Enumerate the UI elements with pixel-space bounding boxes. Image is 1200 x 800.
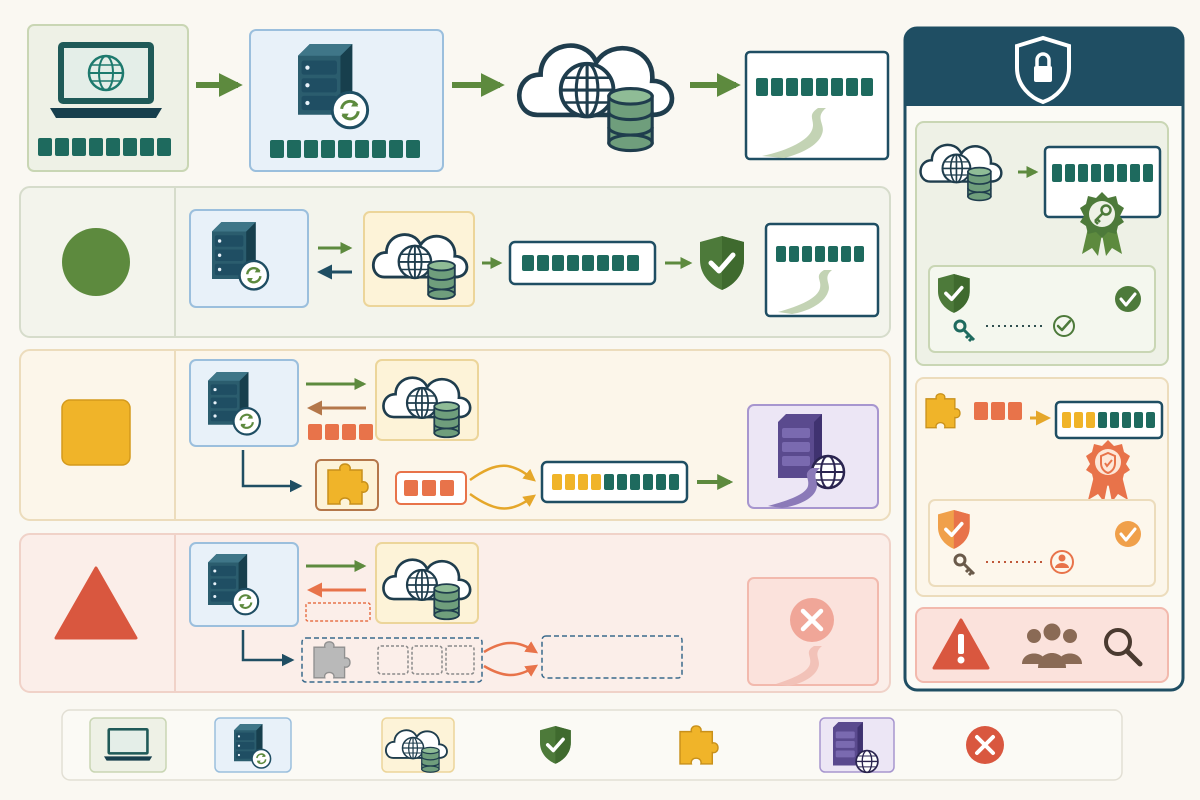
gray-puzzle-icon (313, 641, 351, 679)
cloud-node (363, 211, 475, 307)
partial-segments (308, 424, 373, 440)
partial-segments (395, 471, 467, 505)
mixed-track-bar (540, 460, 689, 504)
cloud-node (375, 542, 479, 624)
legend-laptop-icon (89, 717, 167, 773)
path-ribbon (762, 108, 826, 158)
warning-triangle-icon (932, 618, 990, 670)
legend-purple-server-globe-icon (819, 717, 895, 774)
curved-arrow (483, 664, 539, 677)
branch-arrow (241, 630, 295, 667)
people-group-icon (1022, 623, 1082, 668)
server-sync-node (189, 542, 299, 627)
lane-red (19, 533, 891, 693)
top-flow-row (27, 24, 890, 172)
cloud-database-icon (519, 46, 672, 151)
data-track-panel (764, 222, 880, 318)
cloud-node (375, 359, 479, 441)
data-segments (38, 138, 171, 156)
green-circle-icon (62, 228, 130, 296)
shield-check-icon (938, 510, 970, 549)
check-circle-icon (1053, 315, 1075, 337)
branch-arrow (241, 450, 303, 493)
magnifier-icon (1104, 628, 1143, 667)
security-panel (903, 26, 1185, 692)
server-sync-node (189, 209, 309, 308)
failed-x-icon (790, 598, 834, 642)
empty-segments (305, 602, 371, 622)
security-section-amber (915, 377, 1169, 597)
failed-segments-box (301, 637, 483, 683)
server-sync-node (189, 359, 299, 447)
lock-shield-icon (1015, 35, 1071, 105)
failed-node (747, 577, 879, 686)
security-section-green (915, 121, 1169, 366)
path-ribbon (768, 468, 820, 508)
legend-error-x-icon (966, 726, 1004, 764)
legend-server-sync-icon (214, 717, 292, 773)
check-circle-icon (1115, 521, 1141, 547)
puzzle-node (315, 459, 379, 511)
data-track-panel (744, 50, 890, 161)
path-ribbon (776, 646, 822, 686)
key-icon (953, 319, 976, 343)
puzzle-piece-icon (925, 393, 961, 429)
key-icon (953, 553, 976, 577)
partial-segments (974, 402, 1022, 420)
curved-arrow (469, 464, 536, 482)
laptop-node (27, 24, 189, 172)
award-key-badge-icon (1080, 192, 1124, 256)
purple-server-node (747, 404, 879, 509)
legend-puzzle-piece-icon (679, 725, 719, 765)
puzzle-piece-icon (327, 463, 369, 505)
user-circle-icon (1050, 550, 1074, 574)
data-segments (270, 140, 420, 158)
red-triangle-icon (54, 566, 138, 640)
award-shield-badge-icon (1086, 440, 1130, 502)
path-ribbon (778, 270, 832, 314)
security-section-red (915, 607, 1169, 683)
mixed-track-bar (1054, 400, 1164, 440)
amber-square-icon (61, 399, 131, 466)
lane-amber (19, 349, 891, 521)
legend-cloud-database-icon (381, 717, 455, 774)
laptop-globe-icon (50, 42, 162, 118)
certified-track-icon (1043, 145, 1162, 219)
security-check-card (928, 499, 1156, 587)
server-node (249, 29, 444, 172)
data-track-bar (508, 240, 657, 286)
curved-arrow (469, 492, 537, 510)
empty-track (541, 635, 683, 679)
curved-arrow (483, 641, 539, 654)
security-check-card (928, 265, 1156, 353)
legend-bar (61, 709, 1123, 781)
check-circle-icon (1115, 286, 1141, 312)
lane-green (19, 186, 891, 338)
